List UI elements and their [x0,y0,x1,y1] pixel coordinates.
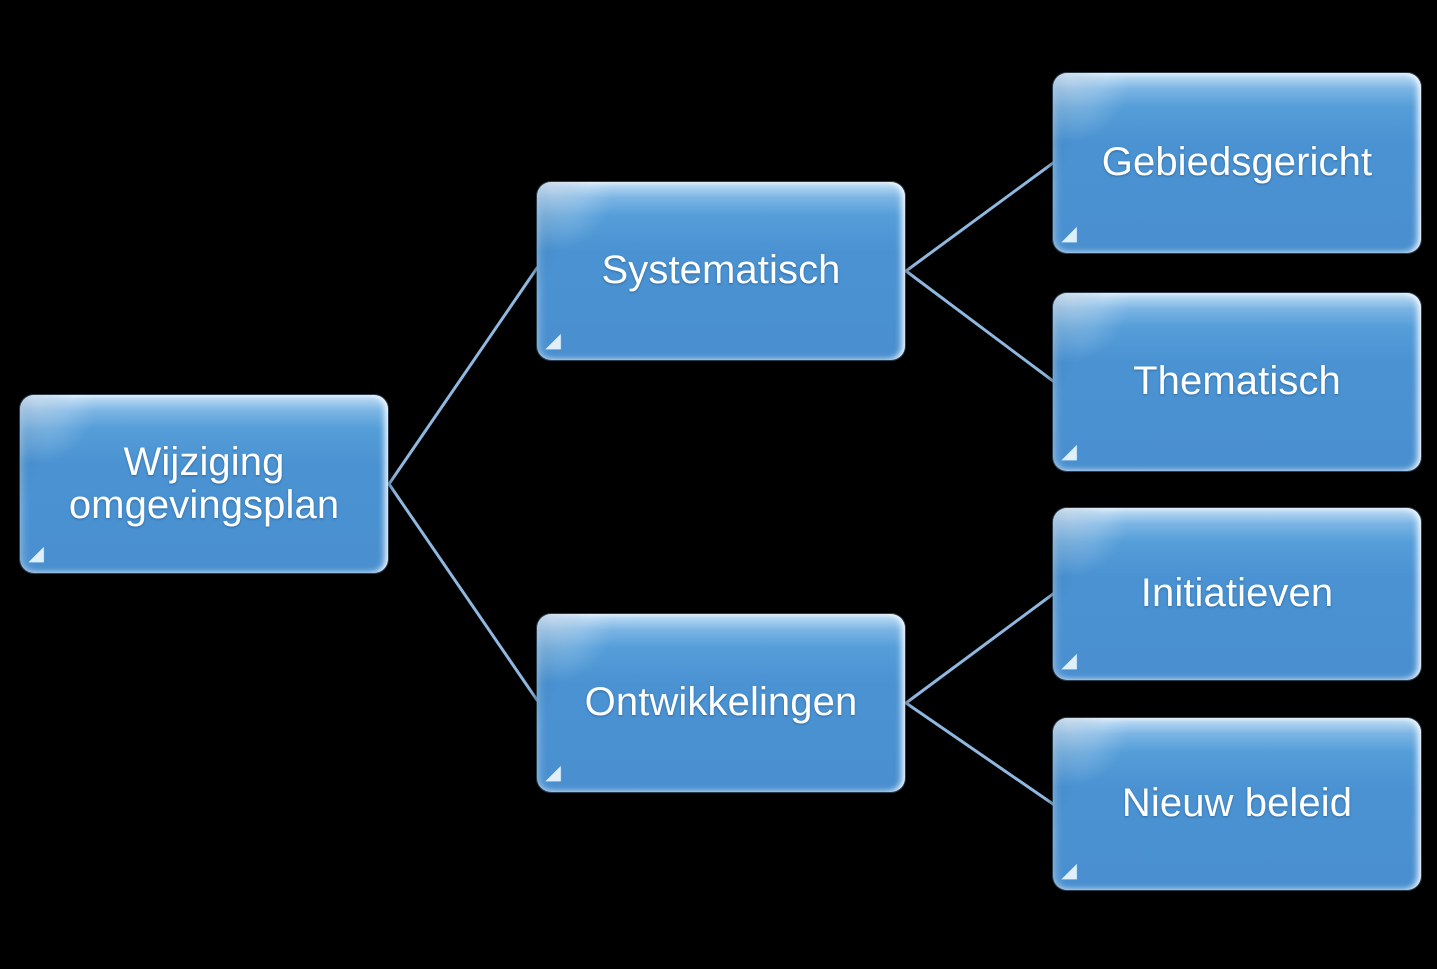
node-initiatieven[interactable]: Initiatieven [1053,508,1421,680]
connector-root-to-ontwikkelingen [387,482,539,702]
node-wijziging-omgevingsplan[interactable]: Wijziging omgevingsplan [20,395,388,573]
connector-systematisch-to-gebiedsgericht [904,161,1055,273]
connector-root-to-systematisch [387,266,539,486]
node-label: Initiatieven [1140,571,1334,616]
node-label: Wijziging omgevingsplan [68,439,340,527]
connector-systematisch-to-thematisch [904,269,1055,383]
connector-ontwikkelingen-to-nieuwbeleid [904,701,1055,806]
connector-ontwikkelingen-to-initiatieven [904,592,1055,705]
node-systematisch[interactable]: Systematisch [537,182,905,360]
node-label: Thematisch [1133,359,1341,404]
node-label: Ontwikkelingen [584,680,858,725]
node-label: Systematisch [601,248,841,293]
node-label: Gebiedsgericht [1101,140,1373,185]
node-gebiedsgericht[interactable]: Gebiedsgericht [1053,73,1421,253]
node-thematisch[interactable]: Thematisch [1053,293,1421,471]
node-ontwikkelingen[interactable]: Ontwikkelingen [537,614,905,792]
node-nieuw-beleid[interactable]: Nieuw beleid [1053,718,1421,890]
node-label: Nieuw beleid [1121,781,1353,826]
